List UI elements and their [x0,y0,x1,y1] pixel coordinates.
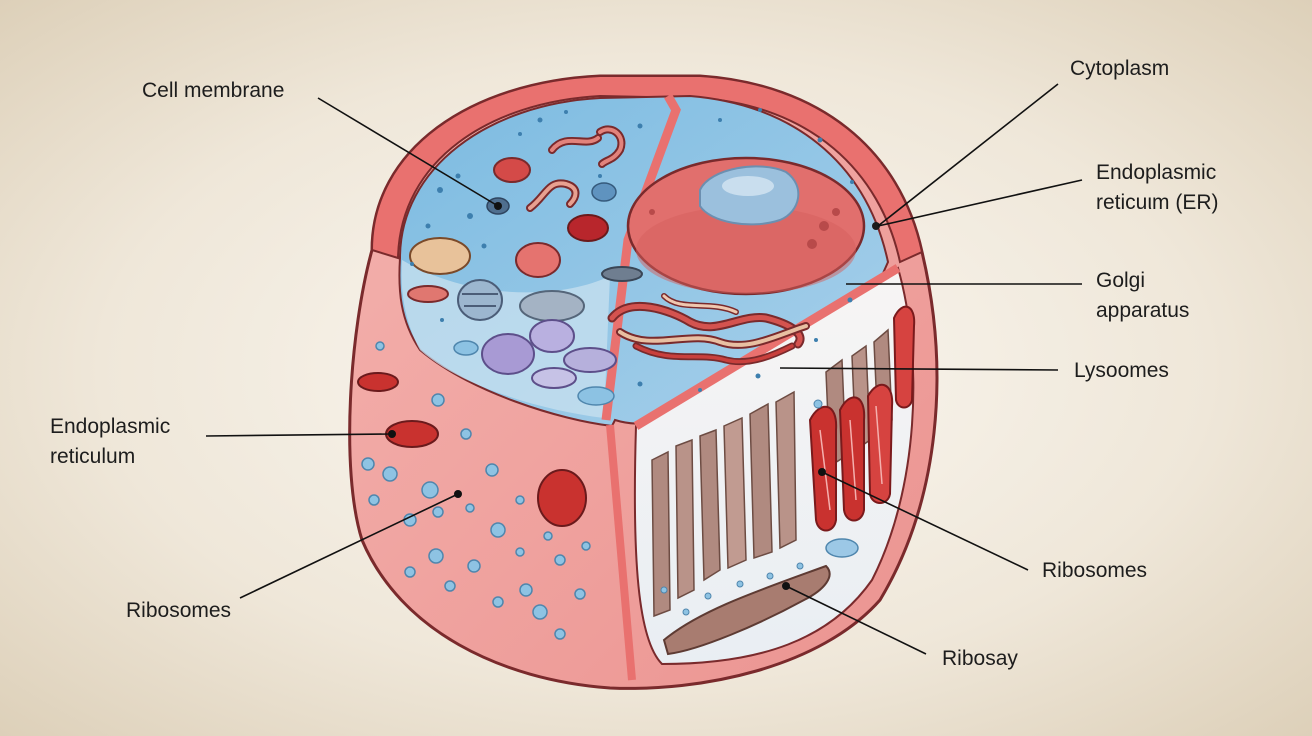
ribosome-dots [361,341,591,640]
tan-vesicle [409,237,471,275]
nuclear-pore [819,221,829,231]
front-seam [606,424,636,681]
leader-lines [205,83,1083,655]
label-cytoplasm: Cytoplasm [1070,57,1170,80]
purple-vesicle [531,367,577,389]
red-vesicle [515,242,561,278]
cytoplasm-dots [410,108,854,392]
blue-organelle [825,538,859,558]
pointer-dot [782,582,790,590]
pointer-dot [494,202,502,210]
blue-vesicle [591,182,617,202]
golgi-apparatus [607,293,810,366]
blue-vesicle [577,386,615,406]
vesicle-stripe [462,293,498,307]
pointer-dot [818,468,826,476]
label-ribosomes-left: Ribosomes [126,599,232,622]
nuclear-pore [872,222,880,230]
gray-vesicle [601,266,643,282]
label-er-right: Endoplasmic reticuιm (ER) [1096,161,1219,214]
leader-dots [388,202,826,590]
purple-vesicle [481,333,535,375]
red-organelle [357,372,399,392]
nuclear-pore [832,208,840,216]
nucleus-shadow [636,206,856,294]
striped-vesicle [457,279,503,321]
gray-vesicle [519,290,585,322]
er-fibers [651,328,893,618]
cutaway-dots [660,399,823,616]
label-ribosomes-right: Ribosomes [1042,559,1148,582]
blue-vesicle [453,340,479,356]
pointer-dot [454,490,462,498]
red-vesicle [407,285,449,303]
nuclear-pore [807,239,817,249]
red-vesicle [493,157,531,183]
label-er-left: Endoplasmic reticulum [50,415,171,468]
red-organelle [537,469,587,527]
red-vesicle [567,214,609,242]
cell-membrane [370,75,924,264]
nuclear-pore [649,209,655,215]
cutaway-rim [633,264,901,430]
purple-vesicle [563,347,617,373]
pointer-dot [388,430,396,438]
label-lysosomes: Lysoomes [1074,359,1169,382]
label-golgi: Golgi apparatus [1096,269,1190,322]
purple-vesicle [529,319,575,353]
mitochondria-worms [526,125,626,212]
label-ribosay: Ribosay [942,647,1018,670]
nucleolus-highlight [722,176,774,196]
label-cell-membrane: Cell membrane [142,79,285,102]
